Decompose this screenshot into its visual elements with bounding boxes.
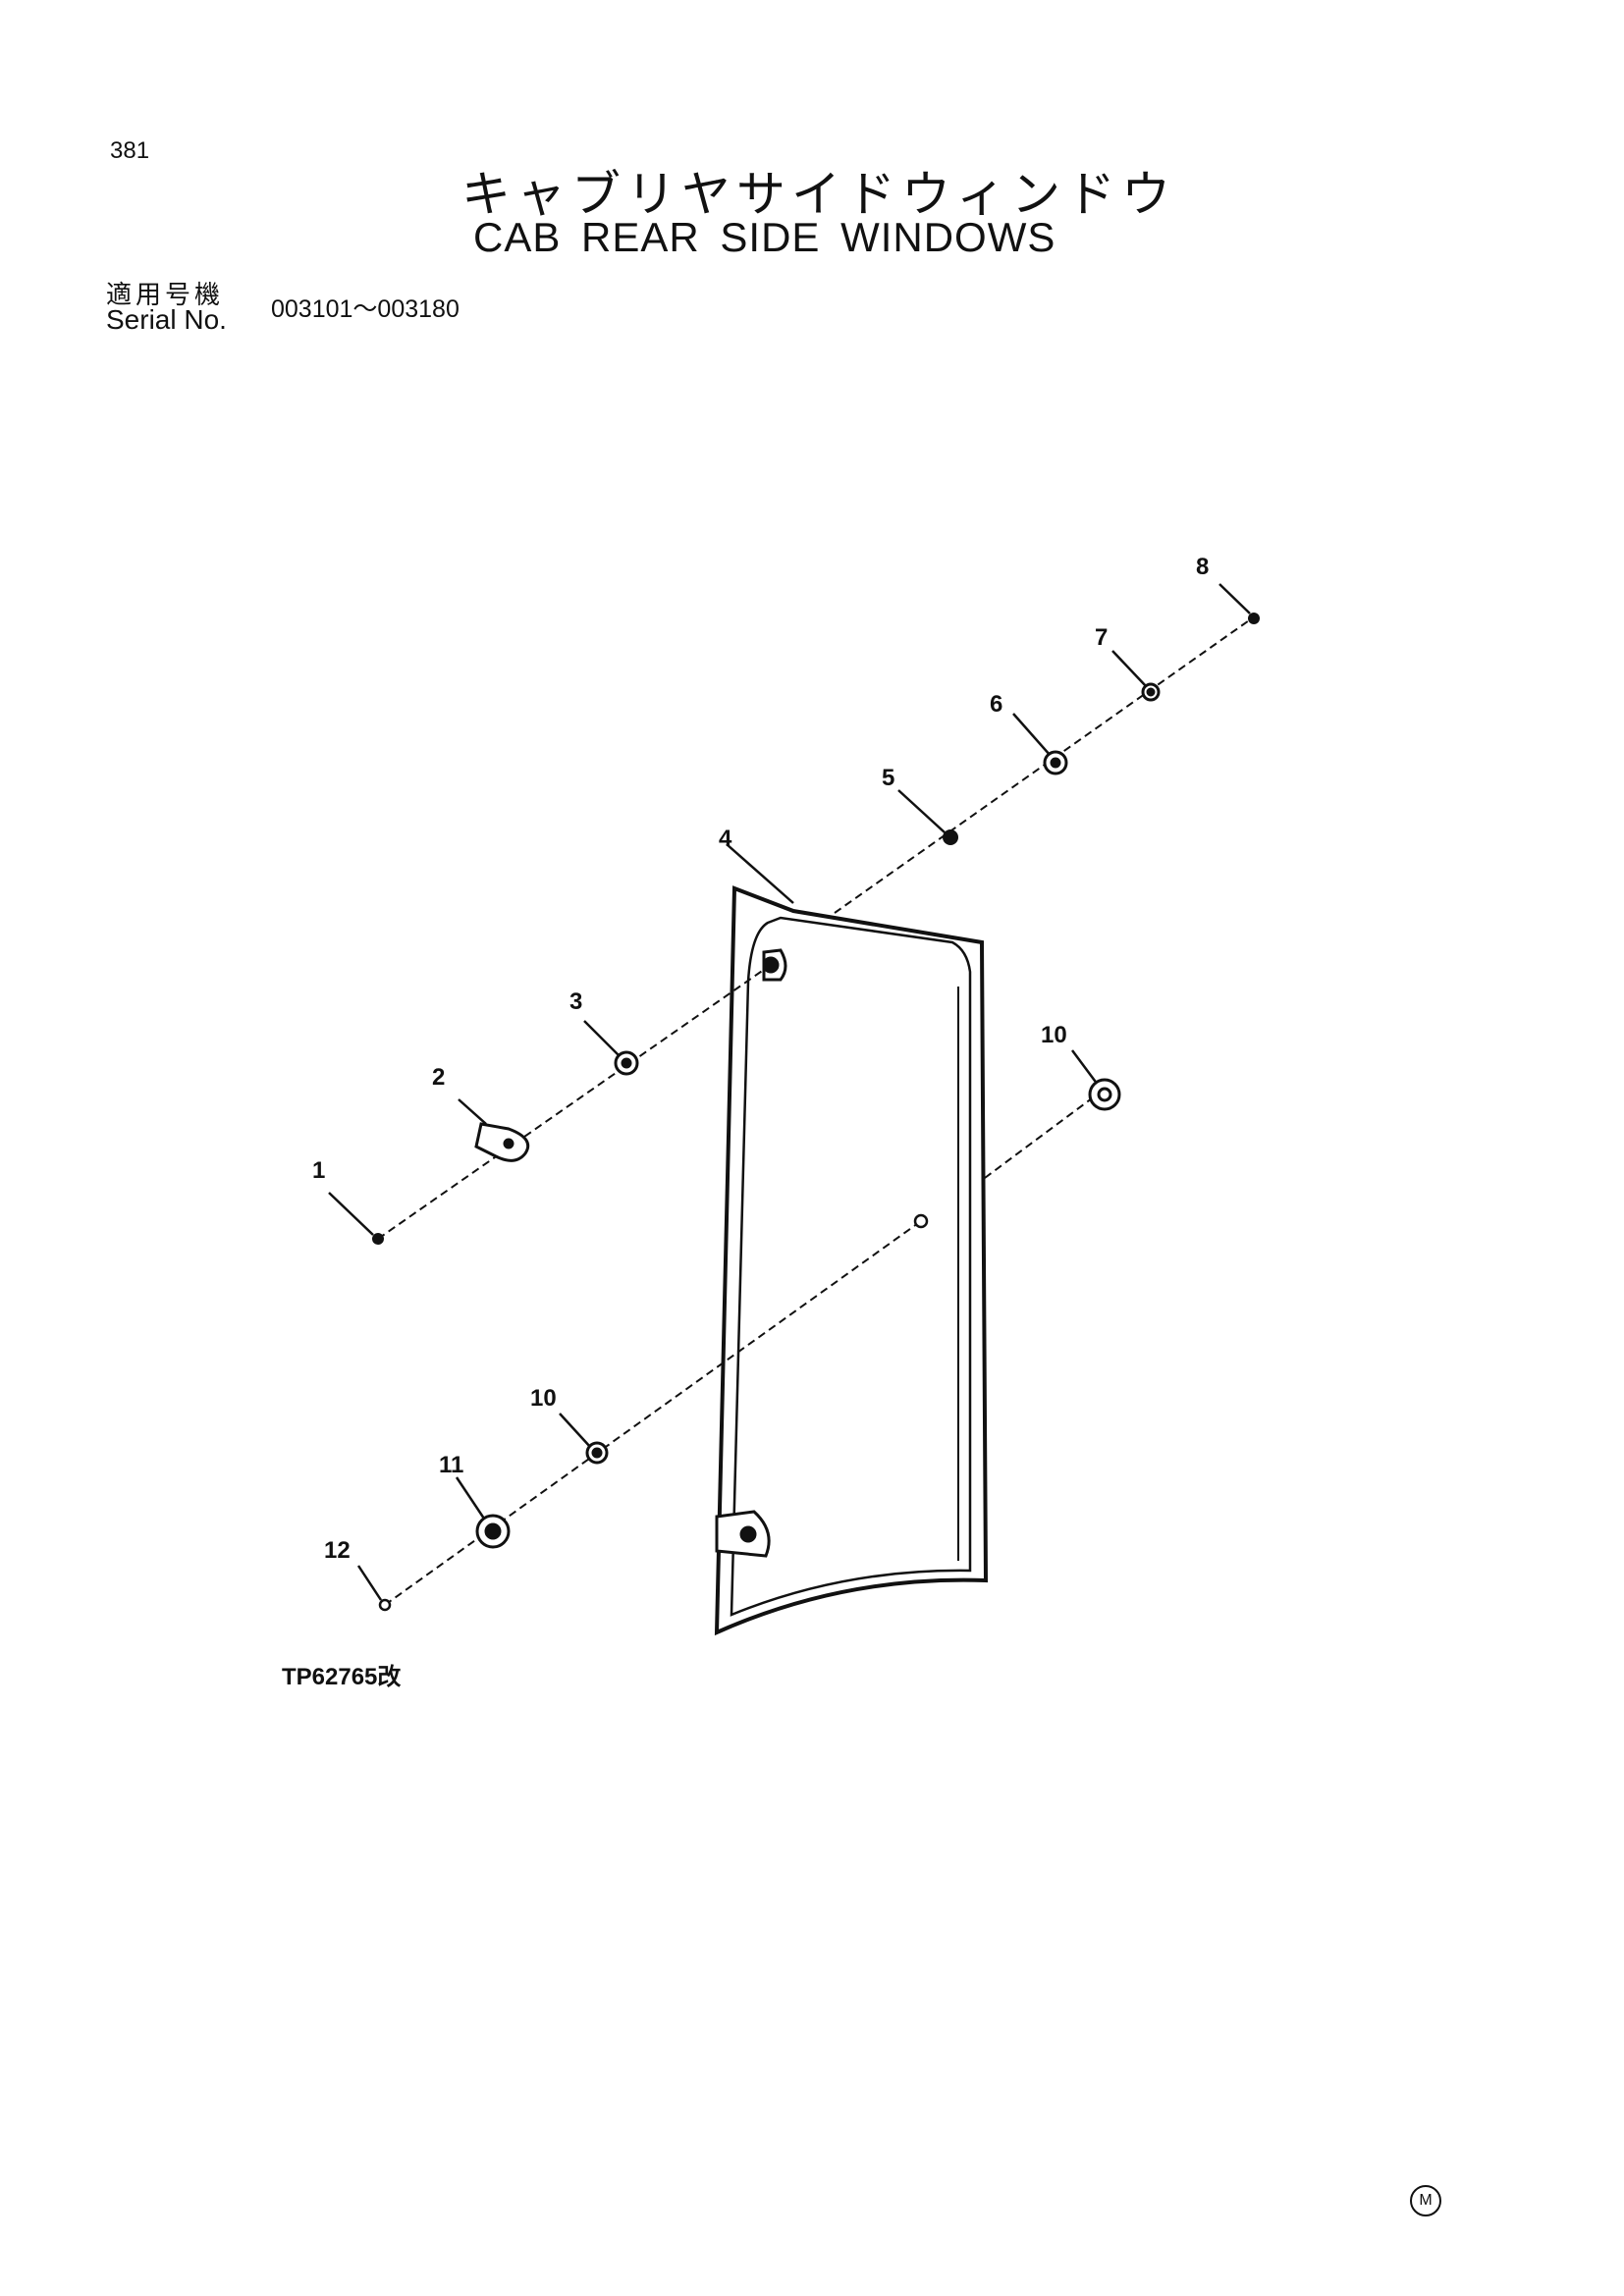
callout-7: 7 bbox=[1095, 624, 1108, 651]
callout-1: 1 bbox=[312, 1157, 325, 1184]
callout-3: 3 bbox=[569, 988, 582, 1015]
page-title-japanese: キャブリヤサイドウィンドウ bbox=[461, 166, 1176, 223]
part-10-washer-lower bbox=[585, 1441, 609, 1465]
page-title: CAB REAR SIDE WINDOWS bbox=[473, 214, 1056, 260]
part-7-washer bbox=[1141, 682, 1161, 702]
callout-8: 8 bbox=[1196, 554, 1209, 580]
part-hinge-bottom bbox=[715, 1510, 771, 1558]
callout-labels: 1 2 3 4 5 6 7 8 10 10 11 12 bbox=[312, 554, 1209, 1564]
part-6-washer bbox=[1043, 750, 1068, 775]
callout-5: 5 bbox=[882, 765, 894, 791]
part-10-grommet-right bbox=[1088, 1078, 1121, 1111]
serial-range: 003101～003180 bbox=[271, 295, 460, 323]
part-5-nut bbox=[943, 829, 958, 845]
part-8-nut bbox=[1248, 613, 1260, 624]
part-1-nut bbox=[372, 1233, 384, 1245]
figure-reference-code: TP62765改 bbox=[282, 1664, 402, 1690]
serial-label: Serial No. bbox=[106, 304, 227, 335]
callout-10-right: 10 bbox=[1041, 1022, 1067, 1048]
part-11-grommet bbox=[475, 1514, 511, 1549]
leader-lines bbox=[377, 617, 1253, 1606]
callout-11: 11 bbox=[439, 1452, 463, 1478]
callout-12: 12 bbox=[324, 1537, 351, 1564]
callout-10-lower: 10 bbox=[530, 1385, 557, 1412]
part-hole-mid bbox=[913, 1213, 929, 1229]
part-2-bracket bbox=[474, 1122, 530, 1162]
serial-label-japanese: 適用号機 bbox=[106, 281, 225, 310]
circled-mark: M bbox=[1410, 2185, 1441, 2216]
callout-4: 4 bbox=[719, 826, 732, 852]
part-3-washer bbox=[614, 1050, 639, 1076]
window-panel bbox=[714, 885, 989, 1636]
part-4-hinge-top bbox=[762, 948, 787, 982]
callout-6: 6 bbox=[990, 691, 1002, 718]
callout-2: 2 bbox=[432, 1064, 445, 1091]
part-12-screw bbox=[378, 1598, 392, 1612]
callout-leaders bbox=[328, 583, 1251, 1601]
page-number: 381 bbox=[110, 137, 150, 164]
